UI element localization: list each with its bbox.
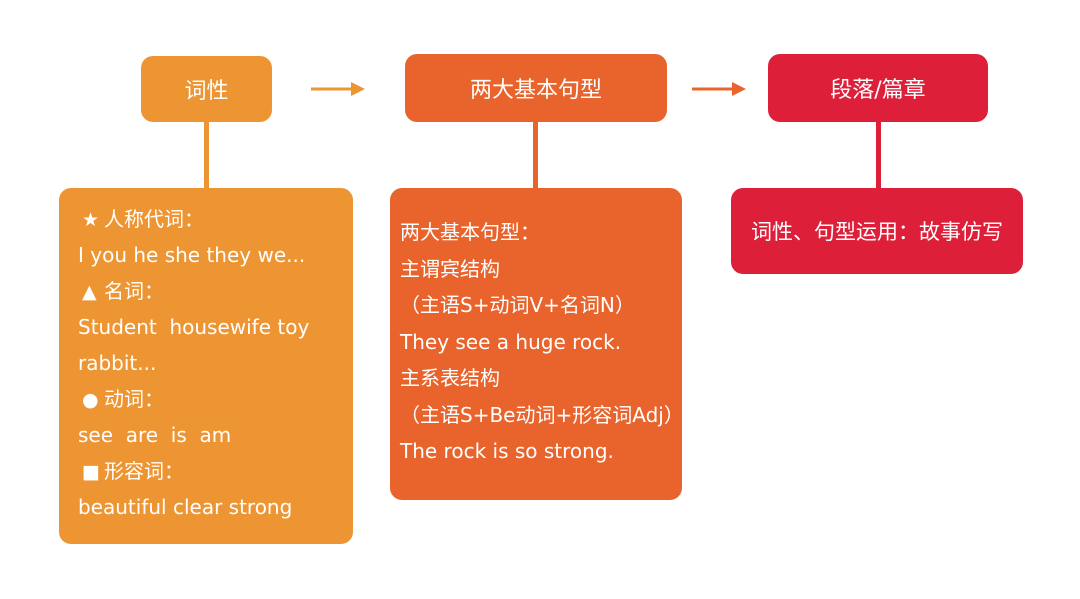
box1-line: rabbit... xyxy=(78,351,157,375)
arrow-right-icon xyxy=(311,82,365,96)
square-icon: ■ xyxy=(82,461,100,483)
triangle-icon: ▲ xyxy=(82,281,97,303)
box1-line: ▲名词： xyxy=(78,273,353,309)
sentence-patterns-box: 两大基本句型： 主谓宾结构 （主语S+动词V+名词N） They see a h… xyxy=(390,188,684,500)
node-word-class-label: 词性 xyxy=(184,79,229,104)
node-word-class: 词性 xyxy=(141,56,272,122)
connector-line xyxy=(876,122,881,190)
box1-line: see are is am xyxy=(78,423,232,447)
box1-line: ★人称代词： xyxy=(78,201,353,237)
arrow-right-icon xyxy=(692,82,746,96)
circle-icon: ● xyxy=(82,389,99,411)
box1-line: I you he she they we... xyxy=(78,243,306,267)
box2-line: （主语S+动词V+名词N） xyxy=(400,293,635,317)
box2-line: （主语S+Be动词+形容词Adj） xyxy=(400,402,684,427)
box1-line: Student housewife toy xyxy=(78,315,310,339)
box1-line: ●动词： xyxy=(78,381,353,417)
node-sentence-patterns: 两大基本句型 xyxy=(405,54,667,122)
box2-line: The rock is so strong. xyxy=(400,439,614,463)
box2-line: 主谓宾结构 xyxy=(400,256,500,281)
box1-line: ■形容词： xyxy=(78,453,353,489)
box2-line: 两大基本句型： xyxy=(400,220,540,244)
node-paragraph: 段落/篇章 xyxy=(768,54,988,122)
star-icon: ★ xyxy=(82,209,100,231)
box2-line: 主系表结构 xyxy=(400,366,500,390)
connector-line xyxy=(533,122,538,190)
word-class-box: ★人称代词： I you he she they we... ▲名词： Stud… xyxy=(59,188,353,544)
box1-line: beautiful clear strong xyxy=(78,495,293,519)
application-text: 词性、句型运用：故事仿写 xyxy=(751,220,1003,244)
box2-line: They see a huge rock. xyxy=(400,329,622,354)
application-box: 词性、句型运用：故事仿写 xyxy=(731,188,1023,274)
node-sentence-patterns-label: 两大基本句型 xyxy=(469,78,602,103)
connector-line xyxy=(204,122,209,190)
node-paragraph-label: 段落/篇章 xyxy=(830,78,926,103)
